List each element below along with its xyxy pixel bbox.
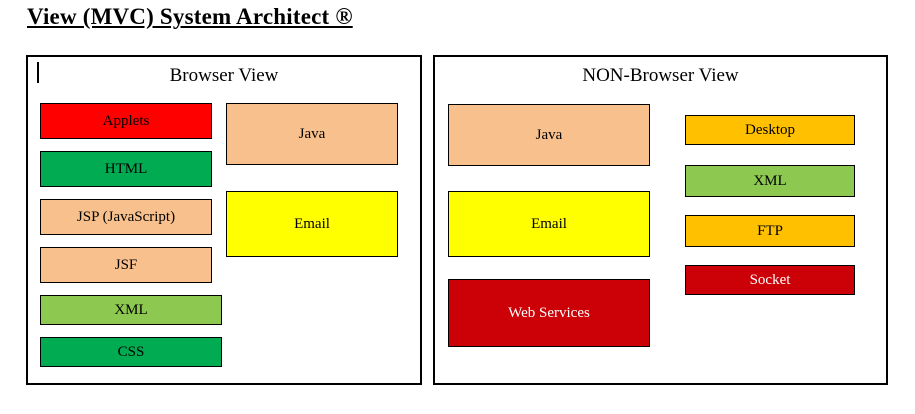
node-html[interactable]: HTML (40, 151, 212, 187)
node-java-browser[interactable]: Java (226, 103, 398, 165)
panel-non-browser-view: NON-Browser View Java Email Web Services… (433, 55, 888, 385)
node-java-nonbrowser[interactable]: Java (448, 104, 650, 166)
node-ftp[interactable]: FTP (685, 215, 855, 247)
node-css[interactable]: CSS (40, 337, 222, 367)
node-desktop[interactable]: Desktop (685, 115, 855, 145)
panel-non-browser-view-title: NON-Browser View (582, 65, 739, 86)
node-applets[interactable]: Applets (40, 103, 212, 139)
page-title: View (MVC) System Architect ® (27, 4, 353, 29)
panel-browser-view-title: Browser View (169, 65, 279, 86)
node-email-nonbrowser[interactable]: Email (448, 191, 650, 257)
node-xml-nonbrowser[interactable]: XML (685, 165, 855, 197)
panel-browser-view: Browser View Applets HTML JSP (JavaScrip… (26, 55, 422, 385)
text-caret (37, 62, 39, 83)
node-xml-browser[interactable]: XML (40, 295, 222, 325)
node-jsp-javascript[interactable]: JSP (JavaScript) (40, 199, 212, 235)
node-email-browser[interactable]: Email (226, 191, 398, 257)
node-web-services[interactable]: Web Services (448, 279, 650, 347)
node-socket[interactable]: Socket (685, 265, 855, 295)
node-jsf[interactable]: JSF (40, 247, 212, 283)
